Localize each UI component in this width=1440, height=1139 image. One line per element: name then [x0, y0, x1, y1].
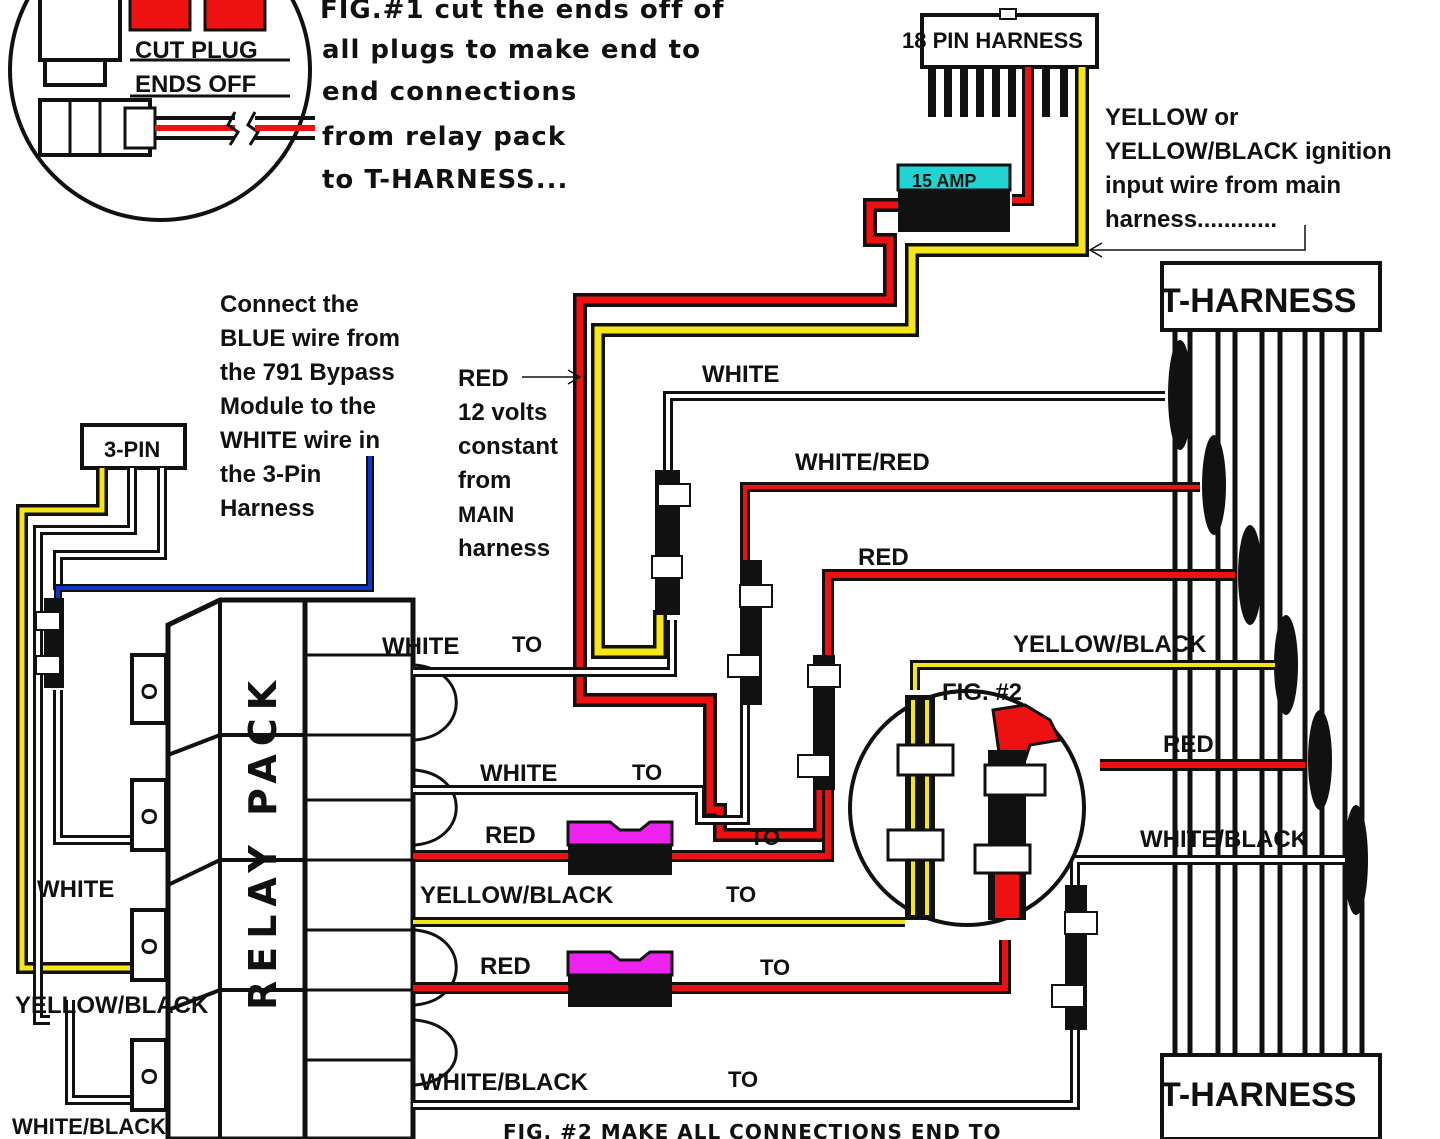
- svg-text:O: O: [137, 938, 162, 955]
- label-to-2: TO: [632, 760, 662, 785]
- label-red-upper: RED: [858, 544, 909, 571]
- blue-note-line-1: Connect the: [220, 291, 359, 318]
- label-white-left: WHITE: [37, 876, 114, 903]
- fig1-line-4: from relay pack: [322, 122, 566, 152]
- fig1-inset: CUT PLUG ENDS OFF FIG.#1 cut the ends of…: [8, 0, 725, 222]
- blue-wire-note: Connect the BLUE wire from the 791 Bypas…: [220, 291, 400, 522]
- label-to-6: TO: [728, 1067, 758, 1092]
- label-white-black-mid: WHITE/BLACK: [420, 1069, 589, 1096]
- t-harness: T-HARNESS T-HARNESS: [1160, 261, 1382, 1139]
- cut-plug-label: CUT PLUG: [135, 37, 258, 64]
- red-note-line-1: RED: [458, 365, 509, 392]
- blue-note-line-3: the 791 Bypass: [220, 359, 395, 386]
- label-red-mid-1: RED: [485, 822, 536, 849]
- label-to-1: TO: [512, 632, 542, 657]
- label-to-4: TO: [726, 882, 756, 907]
- t-harness-top-label: T-HARNESS: [1160, 282, 1356, 320]
- blue-note-line-4: Module to the: [220, 393, 376, 420]
- label-yellow-black-left: YELLOW/BLACK: [15, 992, 209, 1019]
- label-yellow-black-mid: YELLOW/BLACK: [420, 882, 614, 909]
- label-white-red: WHITE/RED: [795, 449, 930, 476]
- fig2-label: FIG. #2: [942, 679, 1022, 706]
- blue-note-line-7: Harness: [220, 495, 315, 522]
- label-red-right: RED: [1163, 731, 1214, 758]
- red-note-line-3: constant: [458, 433, 558, 460]
- red-note-line-2: 12 volts: [458, 399, 547, 426]
- blue-note-line-5: WHITE wire in: [220, 427, 380, 454]
- t-harness-bottom-label: T-HARNESS: [1160, 1076, 1356, 1114]
- fuse-15-amp-label: 15 AMP: [912, 171, 976, 191]
- fig1-line-1: FIG.#1 cut the ends off of: [320, 0, 725, 25]
- three-pin-label: 3-PIN: [104, 437, 160, 462]
- fig1-line-5: to T-HARNESS...: [322, 165, 568, 195]
- fig2-caption: FIG. #2 MAKE ALL CONNECTIONS END TO: [503, 1120, 1001, 1139]
- svg-text:O: O: [137, 683, 162, 700]
- blue-note-line-2: BLUE wire from: [220, 325, 400, 352]
- label-yellow-black-right: YELLOW/BLACK: [1013, 631, 1207, 658]
- relay-pack: O O O O RELAY PACK: [130, 597, 458, 1139]
- ignition-note-line-4: harness............: [1105, 206, 1277, 233]
- ignition-note: YELLOW or YELLOW/BLACK ignition input wi…: [1088, 104, 1392, 258]
- label-red-mid-2: RED: [480, 953, 531, 980]
- white-black-splice: [1051, 885, 1098, 1030]
- red-note-line-5: MAIN: [458, 502, 514, 527]
- three-pin-harness: 3-PIN: [16, 423, 187, 1105]
- svg-text:O: O: [137, 1068, 162, 1085]
- label-white-black-left: WHITE/BLACK: [12, 1114, 166, 1139]
- ignition-note-line-1: YELLOW or: [1105, 104, 1238, 131]
- label-white-black-right: WHITE/BLACK: [1140, 826, 1309, 853]
- white-splice: [651, 470, 691, 615]
- relay-fuse-upper: [566, 820, 674, 875]
- red-note-line-4: from: [458, 467, 511, 494]
- fig2-inset: FIG. #2: [848, 679, 1086, 927]
- ends-off-label: ENDS OFF: [135, 71, 256, 98]
- label-white-mid-2: WHITE: [480, 760, 557, 787]
- eighteen-pin-label: 18 PIN HARNESS: [902, 28, 1083, 53]
- svg-text:O: O: [137, 808, 162, 825]
- fuse-15-amp: 15 AMP: [896, 163, 1012, 232]
- red-note-line-6: harness: [458, 535, 550, 562]
- red-constant-note: RED 12 volts constant from MAIN harness: [458, 365, 582, 562]
- eighteen-pin-harness: 18 PIN HARNESS: [902, 8, 1099, 117]
- ignition-note-line-2: YELLOW/BLACK ignition: [1105, 138, 1392, 165]
- white-red-splice: [727, 560, 773, 705]
- red-splice: [797, 655, 841, 790]
- blue-note-line-6: the 3-Pin: [220, 461, 321, 488]
- label-white-top: WHITE: [702, 361, 779, 388]
- fig1-line-3: end connections: [322, 77, 577, 107]
- label-white-mid-1: WHITE: [382, 633, 459, 660]
- fig1-line-2: all plugs to make end to: [322, 35, 701, 65]
- label-to-5: TO: [760, 955, 790, 980]
- wire-labels: WHITE WHITE/RED RED YELLOW/BLACK RED WHI…: [12, 361, 1309, 1139]
- ignition-note-line-3: input wire from main: [1105, 172, 1341, 199]
- relay-fuse-lower: [566, 950, 674, 1007]
- label-to-3: TO: [750, 825, 780, 850]
- relay-pack-label: RELAY PACK: [241, 673, 285, 1010]
